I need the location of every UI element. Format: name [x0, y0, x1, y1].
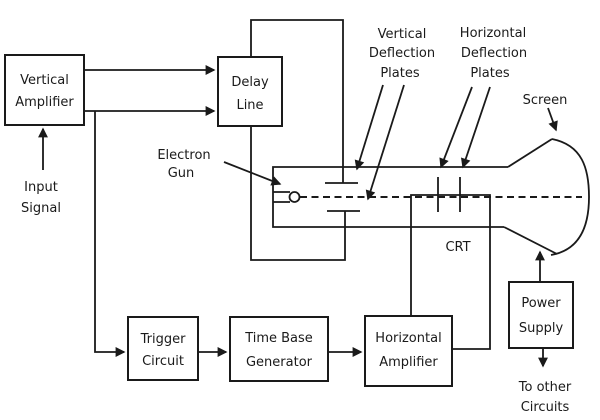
arrow-vertical-plates-callout-1 — [354, 84, 384, 171]
arrow-feed-to-trigger-circuit — [94, 111, 126, 357]
horizontal-deflection-plates-label-line3: Plates — [470, 66, 510, 81]
to-other-circuits-label-line1: To other — [518, 380, 572, 395]
arrow-screen-callout — [547, 107, 558, 132]
trigger-circuit-label-line1: Trigger — [140, 332, 186, 347]
crt-funnel-top — [507, 138, 553, 168]
electron-gun — [273, 191, 301, 203]
horizontal-deflection-plates-label: Horizontal Deflection Plates — [460, 26, 527, 81]
trigger-circuit-label-line2: Circuit — [142, 354, 184, 369]
horizontal-deflection-plates-label-line2: Deflection — [461, 46, 527, 61]
electron-gun-label: Electron Gun — [157, 148, 210, 181]
wire-delay-line-to-bottom-plate — [250, 126, 346, 261]
trigger-circuit-rect — [127, 316, 199, 381]
crt-screen-face — [550, 138, 590, 256]
time-base-generator-label-line1: Time Base — [244, 331, 313, 346]
crt-funnel-bottom — [503, 226, 558, 255]
vertical-amplifier-box: Vertical Amplifier — [4, 54, 85, 126]
input-signal-label-line1: Input — [24, 180, 58, 195]
power-supply-rect — [508, 281, 574, 349]
vertical-amplifier-rect — [4, 54, 85, 126]
input-signal-label-line2: Signal — [21, 201, 61, 216]
power-supply-label-line1: Power — [521, 296, 561, 311]
power-supply-box: Power Supply — [508, 281, 574, 349]
electron-gun-label-line1: Electron — [157, 148, 210, 163]
horizontal-amplifier-label-line1: Horizontal — [375, 331, 441, 346]
trigger-circuit-box: Trigger Circuit — [127, 316, 199, 381]
time-base-generator-rect — [229, 316, 329, 382]
vertical-deflection-plates-label-line3: Plates — [380, 66, 420, 81]
arrow-electron-gun-callout — [223, 161, 282, 186]
delay-line-label-line2: Line — [236, 98, 263, 113]
horizontal-amplifier-label-line2: Amplifier — [379, 355, 438, 370]
delay-line-box: Delay Line — [217, 56, 283, 127]
input-signal-label: Input Signal — [21, 180, 61, 216]
horizontal-deflection-plates-label-line1: Horizontal — [460, 26, 526, 41]
electron-gun-cathode — [288, 191, 301, 203]
time-base-generator-label-line2: Generator — [246, 355, 313, 370]
vertical-deflection-plates-label-line1: Vertical — [378, 27, 427, 42]
horizontal-amplifier-rect — [364, 315, 453, 387]
vertical-amplifier-label-line2: Amplifier — [15, 95, 74, 110]
crt-label: CRT — [445, 240, 470, 255]
delay-line-label-line1: Delay — [231, 75, 269, 90]
arrow-horizontal-plates-callout-2 — [461, 86, 491, 169]
to-other-circuits-label: To other Circuits — [518, 380, 572, 415]
vertical-amplifier-label-line1: Vertical — [20, 73, 69, 88]
electron-gun-label-line2: Gun — [168, 166, 195, 181]
delay-line-rect — [217, 56, 283, 127]
crt-assembly: CRT — [272, 138, 590, 256]
power-supply-label-line2: Supply — [519, 321, 564, 336]
wire-delay-line-to-top-plate — [250, 19, 344, 183]
time-base-generator-box: Time Base Generator — [229, 316, 329, 382]
vertical-deflection-plates-label: Vertical Deflection Plates — [369, 27, 435, 81]
arrow-horizontal-plates-callout-1 — [439, 86, 473, 169]
vertical-deflection-plates-label-line2: Deflection — [369, 46, 435, 61]
wire-horizontal-amplifier-to-plates — [410, 194, 491, 350]
horizontal-amplifier-box: Horizontal Amplifier — [364, 315, 453, 387]
to-other-circuits-label-line2: Circuits — [521, 400, 570, 415]
screen-label: Screen — [523, 93, 568, 108]
crt-body-outline — [272, 166, 508, 228]
arrow-vertical-plates-callout-2 — [365, 84, 405, 201]
